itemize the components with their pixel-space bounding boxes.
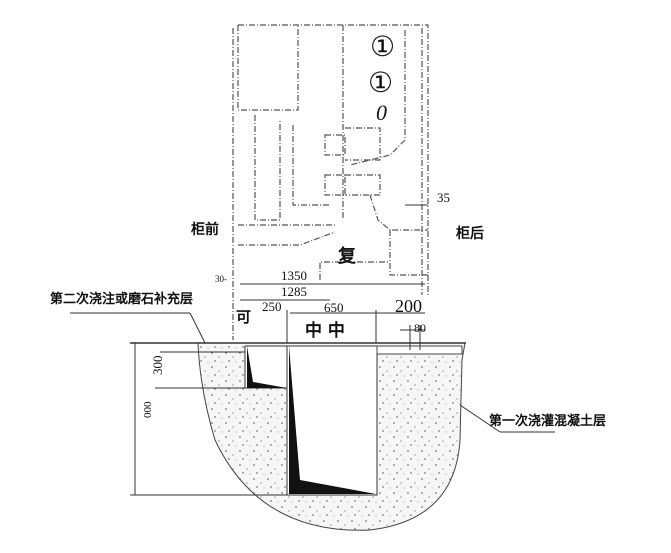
cabinet-outline [232, 24, 429, 340]
dim-1285: 1285 [281, 284, 307, 299]
dim-300: 300 [150, 356, 165, 376]
ke-mark: 可 [236, 308, 251, 326]
center-marks: 中 中 [305, 320, 345, 341]
dim-650: 650 [324, 300, 344, 315]
dimension-lines [70, 204, 555, 496]
main-trench [286, 345, 378, 496]
zero-mark: 0 [376, 100, 387, 125]
main-trench-angle [289, 346, 376, 494]
callout-1b: ① [368, 68, 393, 99]
first-pour-label: 第一次浇灌混凝土层 [489, 413, 606, 429]
second-pour-label: 第二次浇注或磨石补充层 [50, 291, 193, 307]
dim-35: 35 [437, 190, 450, 205]
fu-mark: 复 [337, 245, 357, 267]
dim-000: 000 [142, 401, 154, 418]
cabinet-front-label: 柜前 [191, 221, 219, 238]
dim-30: 30- [215, 274, 227, 284]
dim-250: 250 [262, 299, 282, 314]
dim-80: 80 [414, 321, 426, 335]
callout-1a: ① [370, 32, 395, 63]
dim-200: 200 [395, 296, 422, 316]
cabinet-rear-label: 柜后 [456, 225, 484, 242]
small-trench-angle [247, 346, 287, 388]
dim-1350: 1350 [281, 268, 307, 283]
